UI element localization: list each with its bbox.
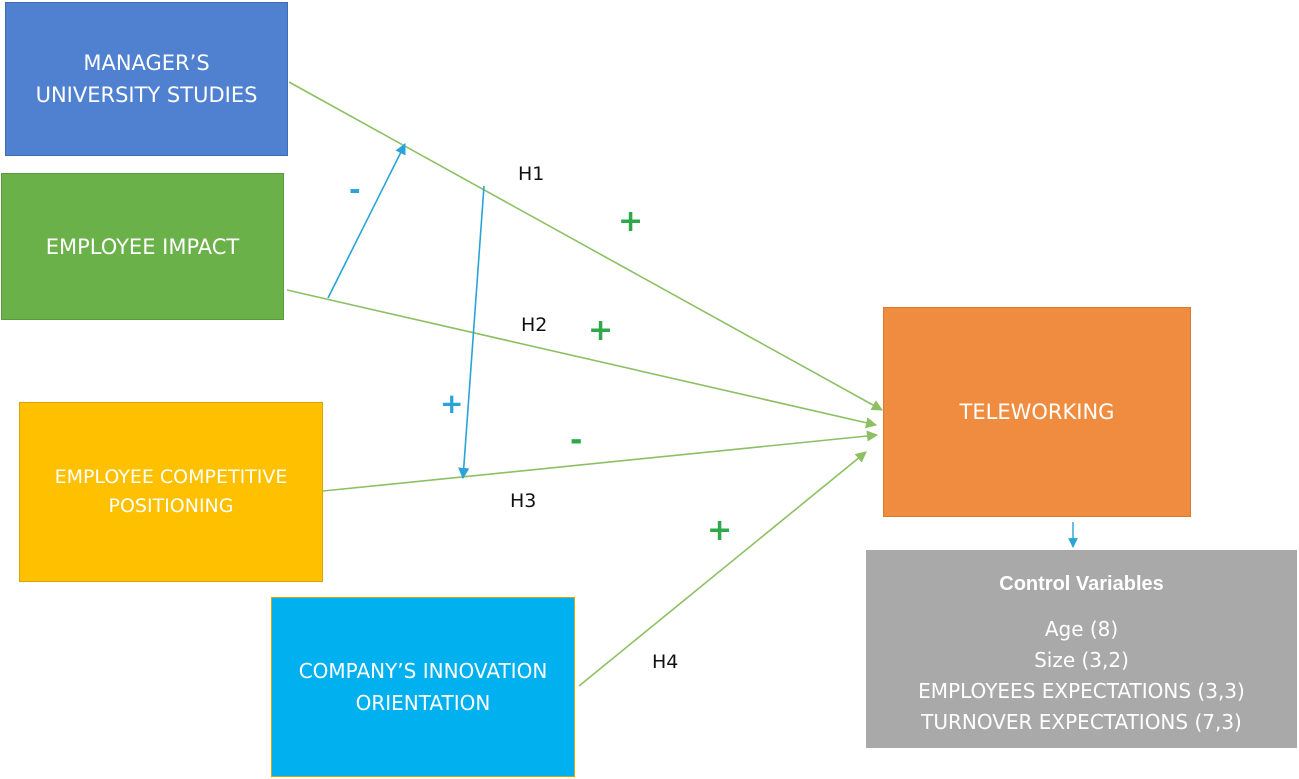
managers-university-studies-box: MANAGER’S UNIVERSITY STUDIES [5, 2, 288, 156]
employee-competitive-positioning-box: EMPLOYEE COMPETITIVE POSITIONING [19, 402, 323, 582]
h3-label: H3 [510, 490, 537, 512]
competitive-line-2: POSITIONING [108, 495, 234, 517]
h3-arrow [322, 430, 879, 492]
manager-line-2: UNIVERSITY STUDIES [35, 83, 258, 107]
h2-label: H2 [521, 314, 548, 336]
control-item-turnover-expectations: TURNOVER EXPECTATIONS (7,3) [921, 710, 1242, 734]
impact-line-1: EMPLOYEE IMPACT [45, 234, 240, 259]
teleworking-box: TELEWORKING [883, 307, 1191, 517]
company-innovation-orientation-box: COMPANY’S INNOVATION ORIENTATION [271, 597, 575, 777]
h1-sign: + [618, 204, 644, 239]
control-item-employees-expectations: EMPLOYEES EXPECTATIONS (3,3) [918, 679, 1245, 703]
moderator-studies-sign: + [440, 387, 464, 420]
moderator-impact-sign: - [349, 173, 361, 206]
telework-line-1: TELEWORKING [959, 400, 1115, 424]
innovation-line-2: ORIENTATION [355, 691, 491, 715]
moderator-studies-arrow [458, 185, 485, 480]
h1-label: H1 [518, 163, 545, 185]
control-item-size: Size (3,2) [1034, 648, 1129, 672]
competitive-line-1: EMPLOYEE COMPETITIVE [54, 466, 288, 488]
h4-sign: + [707, 513, 733, 548]
control-item-age: Age (8) [1044, 617, 1119, 641]
h2-arrow [286, 289, 878, 429]
h3-sign: - [570, 423, 583, 458]
h2-sign: + [588, 313, 614, 348]
h4-arrow [578, 451, 867, 687]
innovation-line-1: COMPANY’S INNOVATION [298, 659, 548, 683]
moderator-impact-arrow [327, 142, 406, 299]
control-variables-box: Control Variables Age (8) Size (3,2) EMP… [866, 550, 1297, 748]
control-variables-title: Control Variables [999, 573, 1164, 595]
h4-label: H4 [652, 651, 679, 673]
manager-line-1: MANAGER’S [83, 51, 210, 75]
employee-impact-box: EMPLOYEE IMPACT [1, 173, 284, 320]
h1-arrow [288, 81, 883, 411]
